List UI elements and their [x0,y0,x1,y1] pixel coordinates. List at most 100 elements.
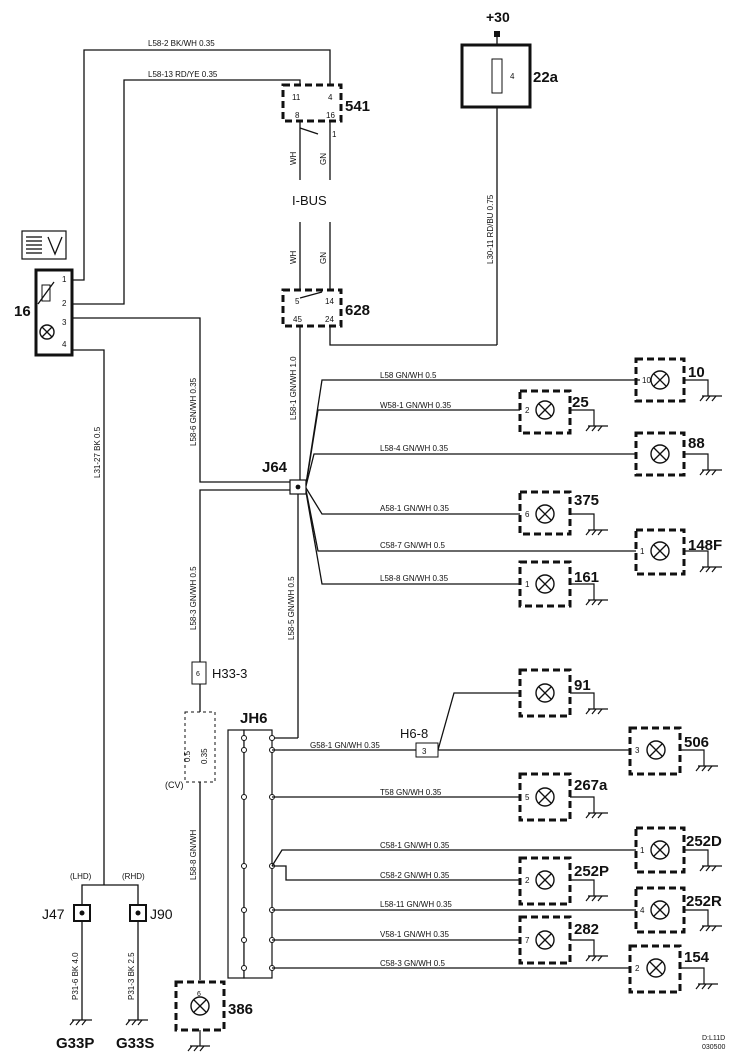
lamp-154-id: 154 [684,949,710,966]
ground-symbol-g33s [125,1019,148,1026]
m541-pin-16: 16 [326,111,335,120]
h68-label: H6-8 [400,726,428,741]
dimmer-switch-icon [26,236,63,256]
lamp-10-pin: 10 [642,376,651,385]
fuse-pin: 4 [510,72,515,81]
lamp-506 [628,726,718,776]
j90-label: J90 [150,906,173,922]
lamp-161-pin: 1 [525,580,530,589]
h68-pin: 3 [422,747,427,756]
lamp-148f-pin: 1 [640,547,645,556]
wire-t58: T58 GN/WH 0.35 [380,788,442,797]
wire-v58-1: V58-1 GN/WH 0.35 [380,930,449,939]
lamp-154-pin: 2 [635,964,640,973]
m628-pin-5: 5 [295,297,300,306]
wire-l58-6: L58-6 GN/WH 0.35 [189,377,198,446]
lamp-148f [634,528,722,576]
dimmer-pin-1: 1 [62,275,67,284]
lamp-154 [628,944,718,994]
ibus-gn-lower: GN [319,252,328,264]
wire-c58-7: C58-7 GN/WH 0.5 [380,541,445,550]
cv-variant-box [184,711,216,783]
lamp-267a-id: 267a [574,777,608,794]
dimmer-pin-3: 3 [62,318,67,327]
lamp-252r-id: 252R [686,893,722,910]
g33s-label: G33S [116,1035,154,1052]
m628-pin-14: 14 [325,297,334,306]
m541-pin-8: 8 [295,111,300,120]
connector-h33-3 [191,661,207,685]
wire-c58-1: C58-1 GN/WH 0.35 [380,841,450,850]
wire-l58-3: L58-3 GN/WH 0.5 [189,566,198,630]
dimmer-lamp-icon [39,324,55,340]
dimmer-rheostat-icon [37,281,55,305]
j47-label: J47 [42,906,65,922]
cv-wire-a: 0.5 [183,750,192,762]
lamp-10-id: 10 [688,364,705,381]
lhd-label: (LHD) [70,872,92,881]
wire-p31-3: P31-3 BK 2.5 [127,952,136,1000]
wire-l58-8: L58-8 GN/WH 0.35 [380,574,449,583]
wire-l58-13: L58-13 RD/YE 0.35 [148,70,218,79]
lamp-506-id: 506 [684,734,709,751]
lamp-386-pin: 6 [197,991,201,998]
lamp-282-id: 282 [574,921,599,938]
ibus-label: I-BUS [292,193,327,208]
lamp-10 [634,357,722,403]
ground-symbol-g33p [69,1019,92,1026]
fuse-wire-label: L30-11 RD/BU 0.75 [486,194,495,264]
lamp-375 [518,490,608,536]
m541-pin-11: 11 [292,93,301,102]
wire-p31-6: P31-6 BK 4.0 [71,952,80,1000]
splice-j64-label: J64 [262,459,288,476]
lamp-252d [634,826,722,874]
lamp-252d-id: 252D [686,833,722,850]
dimmer-pin-2: 2 [62,299,67,308]
dimmer-module-16 [34,268,74,357]
lamp-375-id: 375 [574,492,599,509]
footer-code-line1: D:L11D [702,1035,725,1042]
m541-pin-4: 4 [328,93,333,102]
dimmer-id: 16 [14,303,31,320]
dimmer-pin-4: 4 [62,340,67,349]
lamp-267a-pin: 5 [525,793,530,802]
m628-pin-24: 24 [325,315,334,324]
module-628 [281,288,343,328]
module-541-id: 541 [345,98,370,115]
lamp-375-pin: 6 [525,510,530,519]
power-label: +30 [486,9,510,25]
lamp-506-pin: 3 [635,746,640,755]
ibus-wh-lower: WH [289,250,298,264]
lamp-267a [518,772,608,822]
connector-h6-8 [415,742,439,758]
lamp-252r [634,886,722,934]
lamp-148f-id: 148F [688,537,722,554]
rhd-label: (RHD) [122,872,145,881]
lamp-88 [634,431,722,477]
lamp-252p-pin: 2 [525,876,530,885]
wire-l58-8-bottom: L58-8 GN/WH [189,830,198,880]
wire-w58-1: W58-1 GN/WH 0.35 [380,401,452,410]
cv-label: (CV) [165,780,184,790]
module-628-id: 628 [345,302,370,319]
lamp-252r-pin: 4 [640,906,645,915]
lamp-25 [518,389,608,435]
ibus-gn-upper: GN [319,153,328,165]
m628-pin-45: 45 [293,315,302,324]
lamp-88-id: 88 [688,435,705,452]
m541-pin-1: 1 [332,130,337,139]
wire-l58-5: L58-5 GN/WH 0.5 [287,576,296,640]
lamp-161 [518,560,608,608]
wire-l58-2: L58-2 BK/WH 0.35 [148,39,215,48]
module-541 [281,83,343,123]
lamp-386-id: 386 [228,1001,253,1018]
lamp-386 [174,980,226,1052]
ibus-wh-upper: WH [289,151,298,165]
lamp-252p-id: 252P [574,863,609,880]
wire-l58-11: L58-11 GN/WH 0.35 [380,900,452,909]
wire-l58-4: L58-4 GN/WH 0.35 [380,444,449,453]
splice-jh6-label: JH6 [240,710,268,727]
lamp-161-id: 161 [574,569,599,586]
